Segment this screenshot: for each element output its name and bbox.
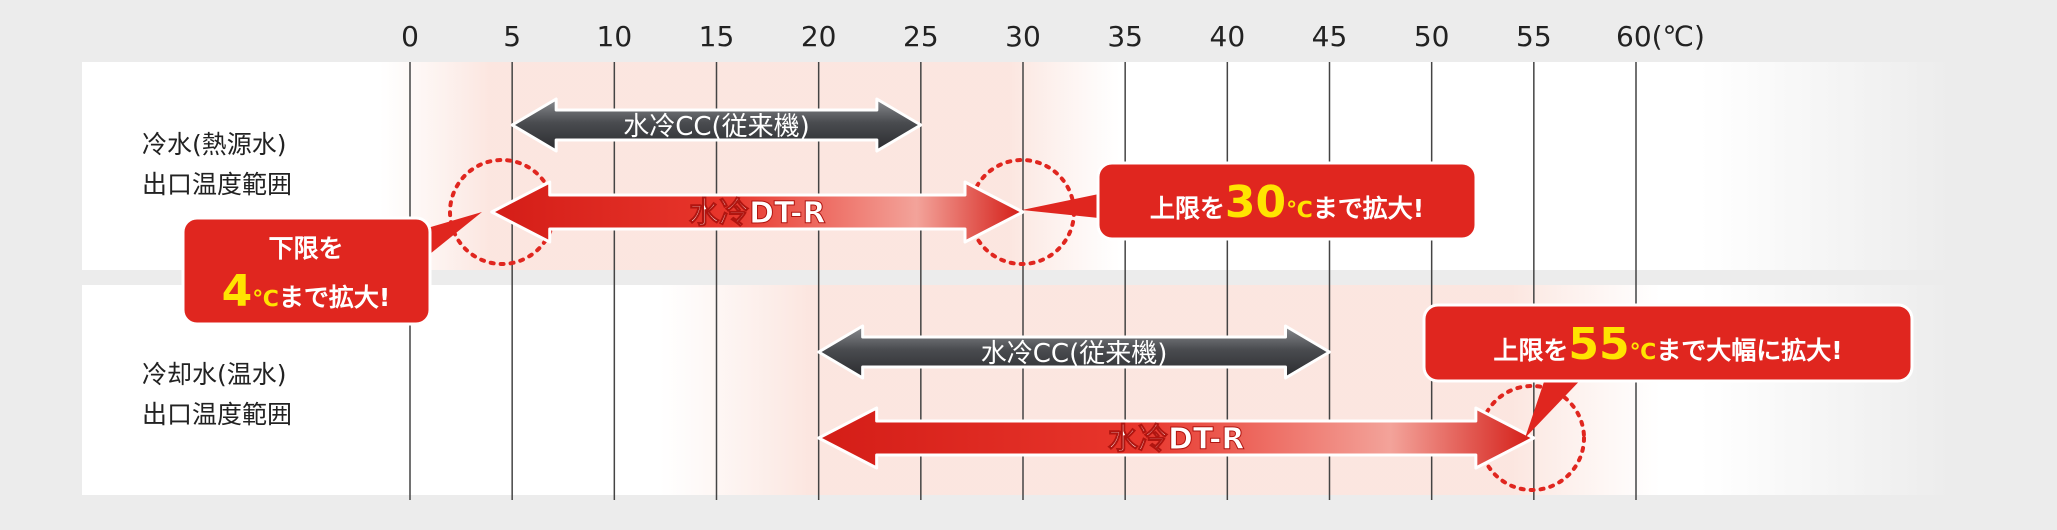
callout-upper-30-text: 上限を30℃まで拡大! [1150, 177, 1424, 228]
x-tick-label: 35 [1107, 20, 1143, 53]
x-tick-label: 40 [1210, 20, 1246, 53]
callout-upper-30-pre: 上限を [1150, 194, 1225, 223]
arrow-dtr-row1 [490, 180, 1025, 244]
row-label-1-line1: 冷水(熱源水) [142, 130, 287, 159]
x-tick-label: 55 [1516, 20, 1552, 53]
x-axis-ticks: 0 5 10 15 20 25 30 35 40 45 50 55 60(℃) [401, 20, 1705, 53]
callout-lower-box [181, 216, 432, 326]
callout-lower-limit: 下限を 4℃まで拡大! [181, 212, 482, 326]
callout-upper-55-unit: ℃ [1630, 340, 1657, 365]
x-tick-label: 30 [1005, 20, 1041, 53]
callout-lower-line2: 4℃まで拡大! [222, 266, 391, 317]
row-label-1-line2: 出口温度範囲 [142, 170, 292, 199]
row-label-1: 冷水(熱源水) 出口温度範囲 [142, 130, 292, 199]
x-tick-label: 50 [1414, 20, 1450, 53]
x-tick-label: 0 [401, 20, 419, 53]
callout-upper-55-text: 上限を55℃まで大幅に拡大! [1493, 319, 1842, 370]
row-panel-1-fade [1700, 62, 1952, 270]
callout-upper-55-pointer [1525, 370, 1590, 438]
row-label-2-line2: 出口温度範囲 [142, 400, 292, 429]
series-label: 水冷DT-R [1108, 422, 1245, 457]
x-tick-label: 20 [801, 20, 837, 53]
highlight-band-1 [380, 62, 1120, 270]
callout-upper-30-unit: ℃ [1286, 198, 1313, 223]
callout-lower-number: 4 [222, 266, 253, 317]
x-tick-label: 5 [503, 20, 521, 53]
series-label: 水冷CC(従来機) [623, 112, 810, 142]
callout-upper-55-post: まで大幅に拡大! [1656, 336, 1842, 365]
row-label-2: 冷却水(温水) 出口温度範囲 [142, 360, 292, 429]
series-label: 水冷DT-R [689, 196, 826, 231]
row-label-2-line1: 冷却水(温水) [142, 360, 287, 389]
callout-lower-unit: ℃ [252, 287, 279, 312]
x-tick-label: 60(℃) [1616, 20, 1705, 53]
callout-lower-line1: 下限を [268, 234, 343, 263]
x-tick-label: 15 [699, 20, 735, 53]
callout-upper-30-pointer [1022, 190, 1118, 220]
x-tick-label: 10 [597, 20, 633, 53]
x-tick-label: 25 [903, 20, 939, 53]
callout-upper-55: 上限を55℃まで大幅に拡大! [1422, 303, 1914, 438]
callout-upper-55-pre: 上限を [1493, 336, 1568, 365]
range-arrows: 水冷CC(従来機) 水冷DT-R 水冷CC(従来機) 水冷DT-R [490, 97, 1536, 470]
arrow-cc-row2 [817, 324, 1331, 380]
callout-upper-55-number: 55 [1568, 319, 1629, 370]
callout-lower-post: まで拡大! [279, 283, 390, 312]
x-tick-label: 45 [1312, 20, 1348, 53]
callout-upper-30-post: まで拡大! [1313, 194, 1424, 223]
arrow-dtr-row2 [817, 406, 1536, 470]
arrow-cc-row1 [510, 97, 923, 153]
callout-upper-30: 上限を30℃まで拡大! [1022, 161, 1478, 241]
series-label: 水冷CC(従来機) [981, 339, 1168, 369]
callout-upper-30-box [1096, 161, 1478, 241]
callout-upper-30-number: 30 [1225, 177, 1286, 228]
callout-upper-55-box [1422, 303, 1914, 383]
